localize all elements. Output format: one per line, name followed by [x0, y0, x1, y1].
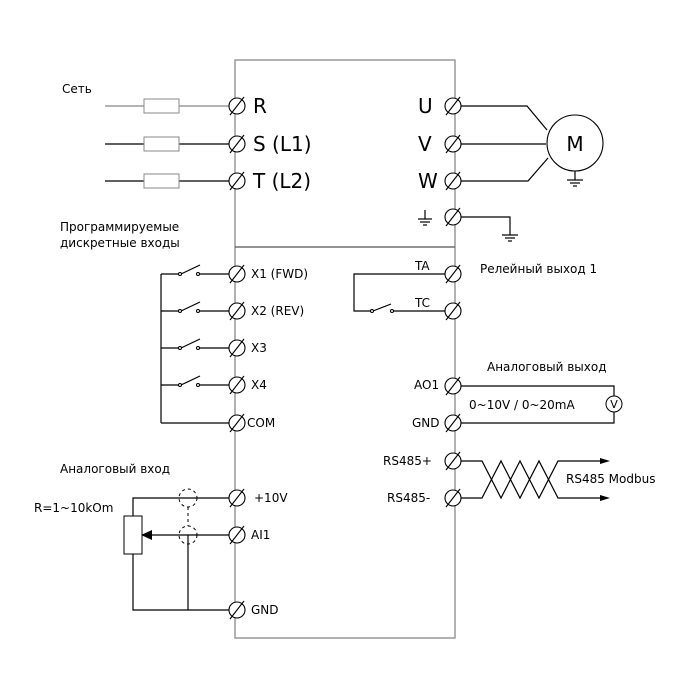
voltmeter-icon — [605, 395, 623, 413]
terminal-slash — [229, 413, 245, 433]
terminal-slash — [229, 600, 245, 620]
terminal-slash — [229, 488, 245, 508]
analog-input-wiring — [132, 488, 230, 611]
terminal-TC: TC — [414, 296, 430, 310]
terminal-X3: X3 — [251, 341, 267, 355]
rs485-label: RS485 Modbus — [566, 472, 655, 486]
terminal-slash — [445, 264, 461, 284]
terminal-X2: X2 (REV) — [251, 304, 304, 318]
analog-output-label: Аналоговый выход — [487, 360, 607, 374]
terminal-slash — [229, 338, 245, 358]
terminal-S: S (L1) — [253, 132, 312, 156]
terminal-slash — [445, 488, 461, 508]
digital-inputs-label-2: дискретные входы — [60, 236, 180, 250]
rs485-twisted-pair — [460, 458, 610, 501]
motor-label: M — [566, 132, 583, 156]
analog-output-range: 0~10V / 0~20mA — [469, 398, 575, 412]
terminal-GND-ao: GND — [412, 416, 440, 430]
terminal-slash — [229, 171, 245, 191]
potentiometer-icon — [123, 515, 143, 555]
ground-icon — [418, 210, 432, 226]
terminal-slash — [229, 375, 245, 395]
terminal-V: V — [418, 132, 432, 156]
terminal-COM: COM — [247, 416, 275, 430]
terminal-RS485-minus: RS485- — [387, 491, 430, 505]
terminal-10V: +10V — [254, 491, 288, 505]
pe-wire — [460, 216, 511, 235]
terminal-X4: X4 — [251, 378, 267, 392]
terminal-slash — [229, 301, 245, 321]
voltmeter-label: V — [610, 398, 618, 411]
arrow-icon — [600, 458, 610, 464]
terminal-GND-ai: GND — [251, 603, 279, 617]
fuse — [143, 173, 180, 189]
terminal-slash — [229, 134, 245, 154]
arrow-icon — [600, 495, 610, 501]
relay-wiring — [353, 273, 448, 313]
fuse — [143, 136, 180, 152]
analog-output-wiring — [460, 385, 615, 424]
power-wires — [105, 98, 230, 189]
terminal-slash — [445, 413, 461, 433]
terminal-RS485-plus: RS485+ — [383, 454, 432, 468]
motor-wires — [460, 105, 549, 182]
ground-icon — [502, 234, 518, 242]
terminal-slash — [445, 451, 461, 471]
power-label: Сеть — [62, 82, 92, 96]
terminal-T: T (L2) — [252, 169, 311, 193]
fuse — [143, 98, 180, 114]
resistor-label: R=1~10kOm — [34, 501, 113, 515]
terminal-AO1: AO1 — [414, 378, 439, 392]
terminal-slash — [445, 376, 461, 396]
terminal-slash — [229, 264, 245, 284]
ground-icon — [567, 171, 583, 187]
terminal-R: R — [253, 94, 267, 118]
terminal-screws — [228, 96, 462, 620]
terminal-slash — [229, 96, 245, 116]
terminal-slash — [445, 96, 461, 116]
terminal-AI1: AI1 — [251, 528, 270, 542]
digital-inputs-label-1: Программируемые — [60, 220, 179, 234]
terminal-X1: X1 (FWD) — [251, 267, 308, 281]
relay-label: Релейный выход 1 — [480, 262, 597, 276]
terminal-U: U — [418, 94, 433, 118]
terminal-slash — [445, 134, 461, 154]
terminal-TA: TA — [414, 259, 430, 273]
digital-input-wiring — [160, 264, 231, 424]
terminal-slash — [445, 171, 461, 191]
terminal-W: W — [418, 169, 438, 193]
analog-input-label: Аналоговый вход — [60, 462, 170, 476]
terminal-slash — [445, 301, 461, 321]
terminal-slash — [229, 525, 245, 545]
terminal-slash — [445, 207, 461, 227]
